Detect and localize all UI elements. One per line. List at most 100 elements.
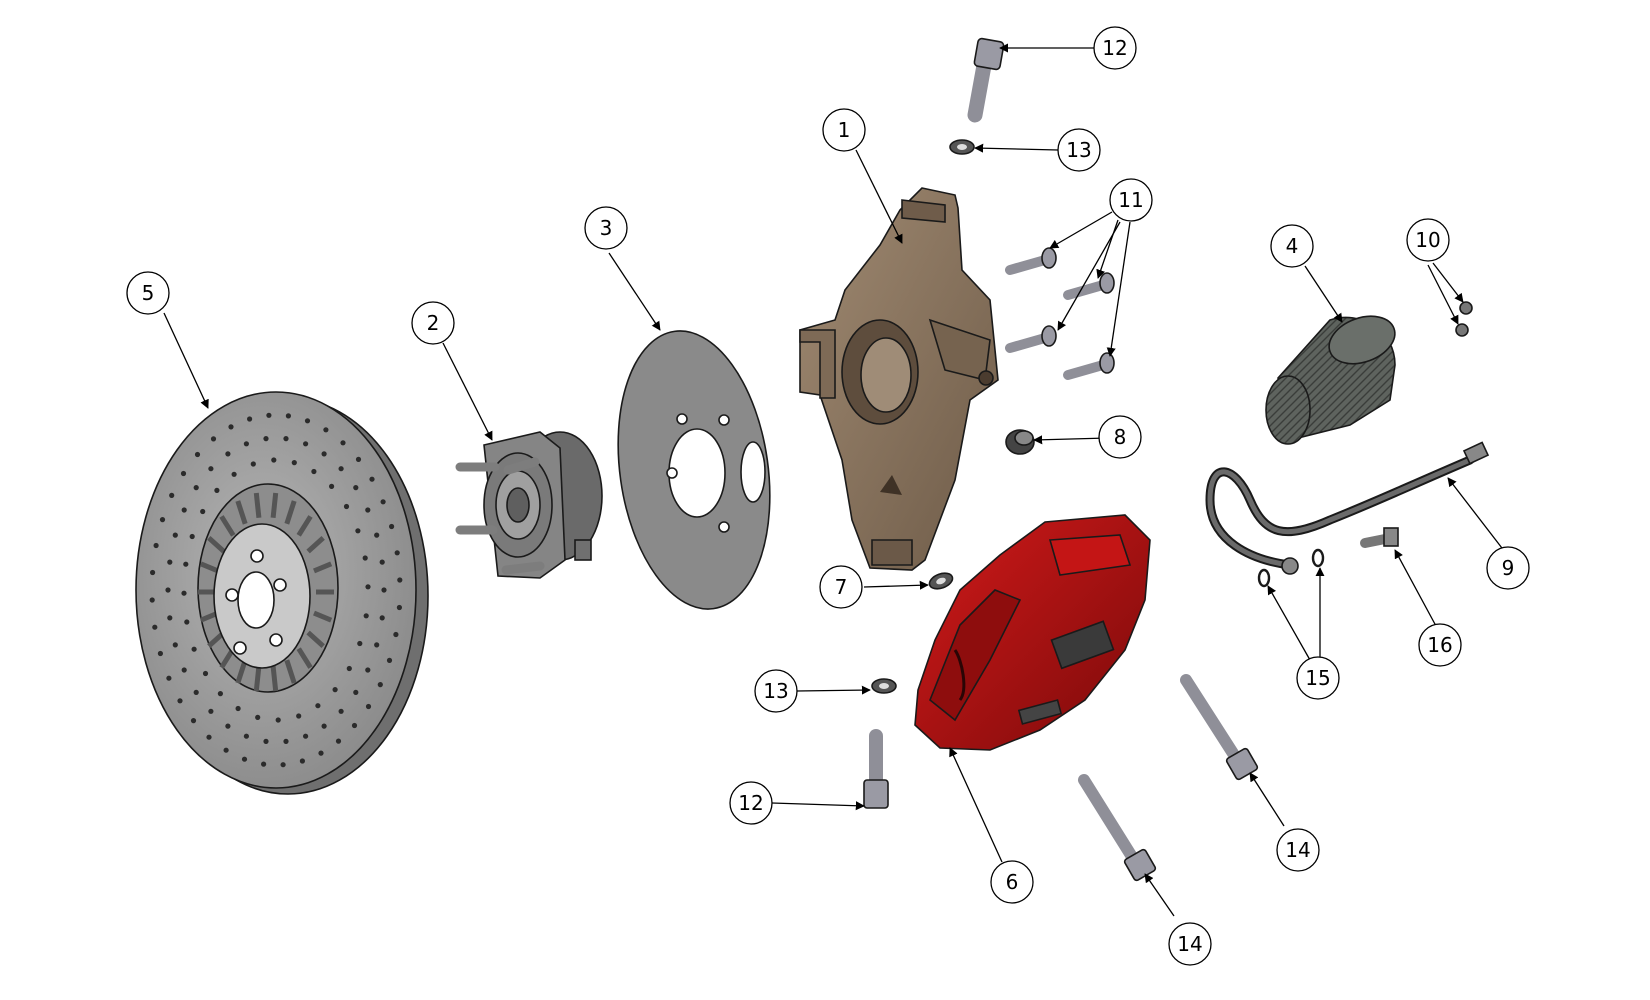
knuckle-top-arm [901,199,946,223]
hose-fitting [1462,441,1490,465]
callout-label: 9 [1502,556,1515,580]
disc-drill-hole [329,483,335,489]
callout-15: 15 [1296,656,1340,700]
disc-vane [253,492,262,519]
leader-10-a [1432,262,1464,303]
disc-drill-hole [250,461,256,467]
disc-vane [296,647,313,669]
disc-bolt-hole [273,578,287,592]
callout-6: 6 [990,860,1034,904]
disc-drill-hole [369,476,375,482]
disc-drill-hole [338,466,344,472]
disc-drill-hole [172,532,178,538]
disc-drill-hole [357,640,363,647]
leader-7 [863,580,929,590]
disc-drill-hole [263,738,269,745]
disc-drill-hole [266,412,272,418]
disc-drill-hole [200,508,206,515]
disc-drill-hole [285,413,291,419]
wheel-stud [503,457,540,475]
callout-bubbles: 1 2 3 4 5 6 7 8 9 10 11 [126,26,1530,966]
knuckle-side-bracket [799,329,836,399]
callout-14-bottom: 14 [1168,922,1212,966]
disc-drill-hole [152,624,158,630]
leader-4 [1304,265,1343,323]
spacer-face [1014,430,1034,446]
disc-vane [313,561,333,574]
disc-drill-hole [340,440,346,446]
brake-disc-part [135,391,429,795]
disc-drill-hole [379,615,385,621]
disc-drill-hole [193,689,199,696]
disc-drill-hole [381,587,387,593]
callout-label: 6 [1006,870,1019,894]
callout-2: 2 [411,301,455,345]
knuckle-bore-inner [860,337,912,413]
caliper-logo-mark [953,649,966,701]
disc-drill-hole [303,441,309,447]
disc-drill-hole [365,703,372,710]
disc-drill-hole [235,705,241,712]
callout-4: 4 [1270,224,1314,268]
disc-drill-hole [374,532,380,538]
callout-14-right: 14 [1276,828,1320,872]
nut [1459,301,1473,315]
disc-drill-hole [231,471,237,477]
disc-drill-hole [225,451,231,457]
disc-drill-hole [365,667,371,673]
disc-vane [284,500,297,525]
callout-label: 14 [1285,838,1310,862]
disc-drill-hole [332,687,338,693]
disc-drill-hole [263,436,269,442]
nut-part-10 [1455,301,1473,337]
washer-hole [879,683,889,689]
disc-vane [306,630,325,648]
disc-drill-hole [299,758,305,764]
leader-15-a [1267,585,1311,661]
knuckle-lower-mount [871,539,913,566]
disc-drill-hole [167,615,173,621]
banjo-bolt-head [1383,527,1399,547]
disc-drill-hole [346,665,352,672]
disc-drill-hole [167,559,173,565]
leader-lines [163,43,1506,917]
callout-label: 5 [142,281,155,305]
disc-drill-hole [283,738,289,745]
disc-drill-hole [228,424,234,430]
disc-drill-hole [177,698,183,704]
disc-vane [207,536,226,554]
disc-vane [270,665,279,692]
banjo-bolt-shank [1360,534,1390,548]
long-bolt-part-14a [1180,674,1259,781]
disc-drill-hole [303,733,309,739]
leader-12-bottom [771,801,865,811]
callout-label: 8 [1114,425,1127,449]
disc-drill-hole [311,468,317,475]
wheel-stud [501,561,545,575]
callout-label: 16 [1427,633,1452,657]
disc-drill-hole [291,460,297,466]
disc-drill-hole [355,456,362,462]
disc-drill-hole [321,723,327,729]
bolt-shank [1063,280,1108,300]
disc-drill-hole [169,492,175,498]
hose-body [1207,457,1473,568]
leader-11-a [1049,211,1113,249]
disc-drill-hole [304,418,311,424]
leader-8 [1033,435,1109,445]
bolt-head [1041,247,1057,269]
disc-drill-hole [365,584,371,590]
disc-vane [296,515,313,537]
shield-bolt-hole [676,413,688,425]
disc-bolt-hole [225,588,239,602]
brake-hose-part [1205,441,1490,575]
disc-bolt-hole [250,549,264,563]
washer-part-7 [928,572,954,590]
callout-label: 4 [1286,234,1299,258]
disc-drill-hole [355,528,361,534]
disc-vane [253,665,262,692]
callout-label: 12 [738,791,763,815]
callout-16: 16 [1418,623,1462,667]
disc-drill-hole [343,503,350,510]
